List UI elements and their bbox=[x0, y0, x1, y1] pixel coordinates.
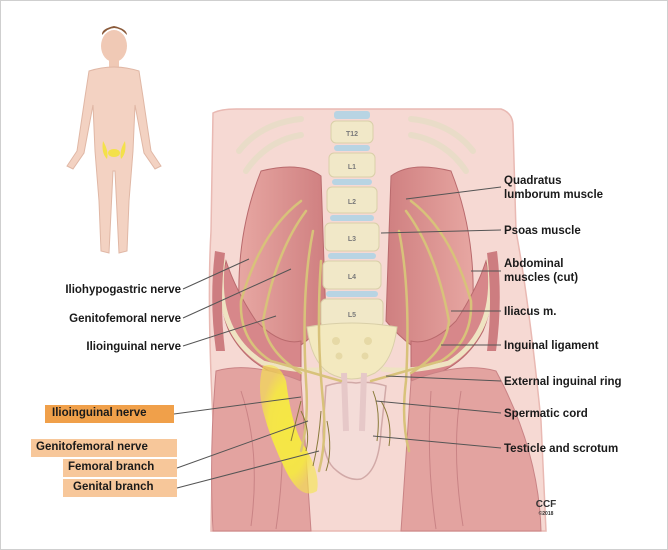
label-quadratus-1: Quadratus bbox=[504, 175, 562, 187]
label-genitofemoral: Genitofemoral nerve bbox=[69, 313, 181, 325]
vertebra-label: L4 bbox=[348, 274, 356, 281]
vertebra-label: L5 bbox=[348, 312, 356, 319]
body-figure-icon bbox=[67, 26, 161, 253]
label-spermatic-cord: Spermatic cord bbox=[504, 408, 588, 420]
label-abdominal-1: Abdominal bbox=[504, 258, 563, 270]
vertebra-label: T12 bbox=[346, 131, 358, 138]
ccf-logo: CCF bbox=[536, 499, 557, 510]
vertebra-label: L1 bbox=[348, 164, 356, 171]
label-psoas: Psoas muscle bbox=[504, 225, 581, 237]
label-iliohypogastric: Iliohypogastric nerve bbox=[65, 284, 181, 296]
ccf-logo-year: ©2018 bbox=[539, 510, 554, 517]
vertebra-label: L2 bbox=[348, 199, 356, 206]
label-abdominal-2: muscles (cut) bbox=[504, 272, 578, 284]
label-ilioinguinal: Ilioinguinal nerve bbox=[86, 341, 181, 353]
label-inguinal-ligament: Inguinal ligament bbox=[504, 340, 599, 352]
highlight-femoral: Femoral branch bbox=[68, 461, 154, 473]
label-external-ring: External inguinal ring bbox=[504, 376, 622, 388]
label-quadratus-2: lumborum muscle bbox=[504, 189, 603, 201]
label-testicle: Testicle and scrotum bbox=[504, 443, 618, 455]
vertebra-label: L3 bbox=[348, 236, 356, 243]
label-iliacus: Iliacus m. bbox=[504, 306, 556, 318]
highlight-genitofemoral: Genitofemoral nerve bbox=[36, 441, 148, 453]
highlight-ilioinguinal: Ilioinguinal nerve bbox=[52, 407, 147, 419]
highlight-genital: Genital branch bbox=[73, 481, 154, 493]
